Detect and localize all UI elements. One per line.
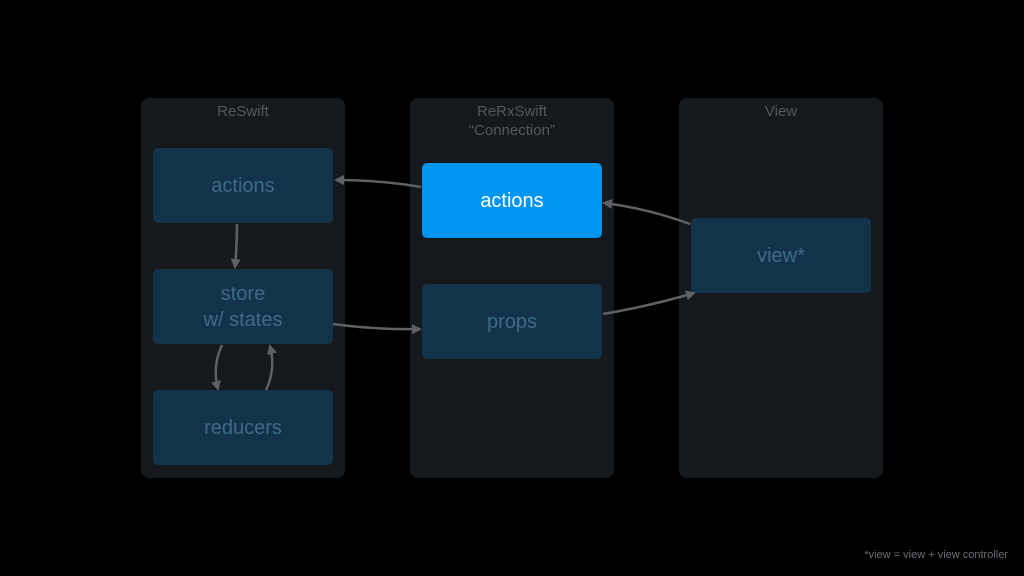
- footnote: *view = view + view controller: [864, 549, 1008, 561]
- arrow-props-to-view: [602, 290, 696, 316]
- panel-title-view: View: [764, 103, 798, 120]
- arrow-connection-to-reswift-actions: [334, 175, 422, 189]
- node-props: props: [422, 284, 602, 359]
- node-view: view*: [691, 218, 871, 293]
- node-reducers: reducers: [153, 390, 333, 465]
- arrow-actions-to-store: [230, 223, 241, 269]
- panel-title-reswift: ReSwift: [217, 103, 269, 120]
- arrow-view-to-connection-actions: [602, 198, 691, 226]
- node-connection-actions: actions: [422, 163, 602, 238]
- node-store: store w/ states: [153, 269, 333, 344]
- arrow-store-to-props: [332, 322, 422, 335]
- arrow-store-to-reducers: [211, 344, 224, 391]
- panel-title-rerxswift: ReRxSwift “Connection”: [469, 103, 555, 139]
- arrow-reducers-to-store: [264, 344, 277, 391]
- node-reswift-actions: actions: [153, 148, 333, 223]
